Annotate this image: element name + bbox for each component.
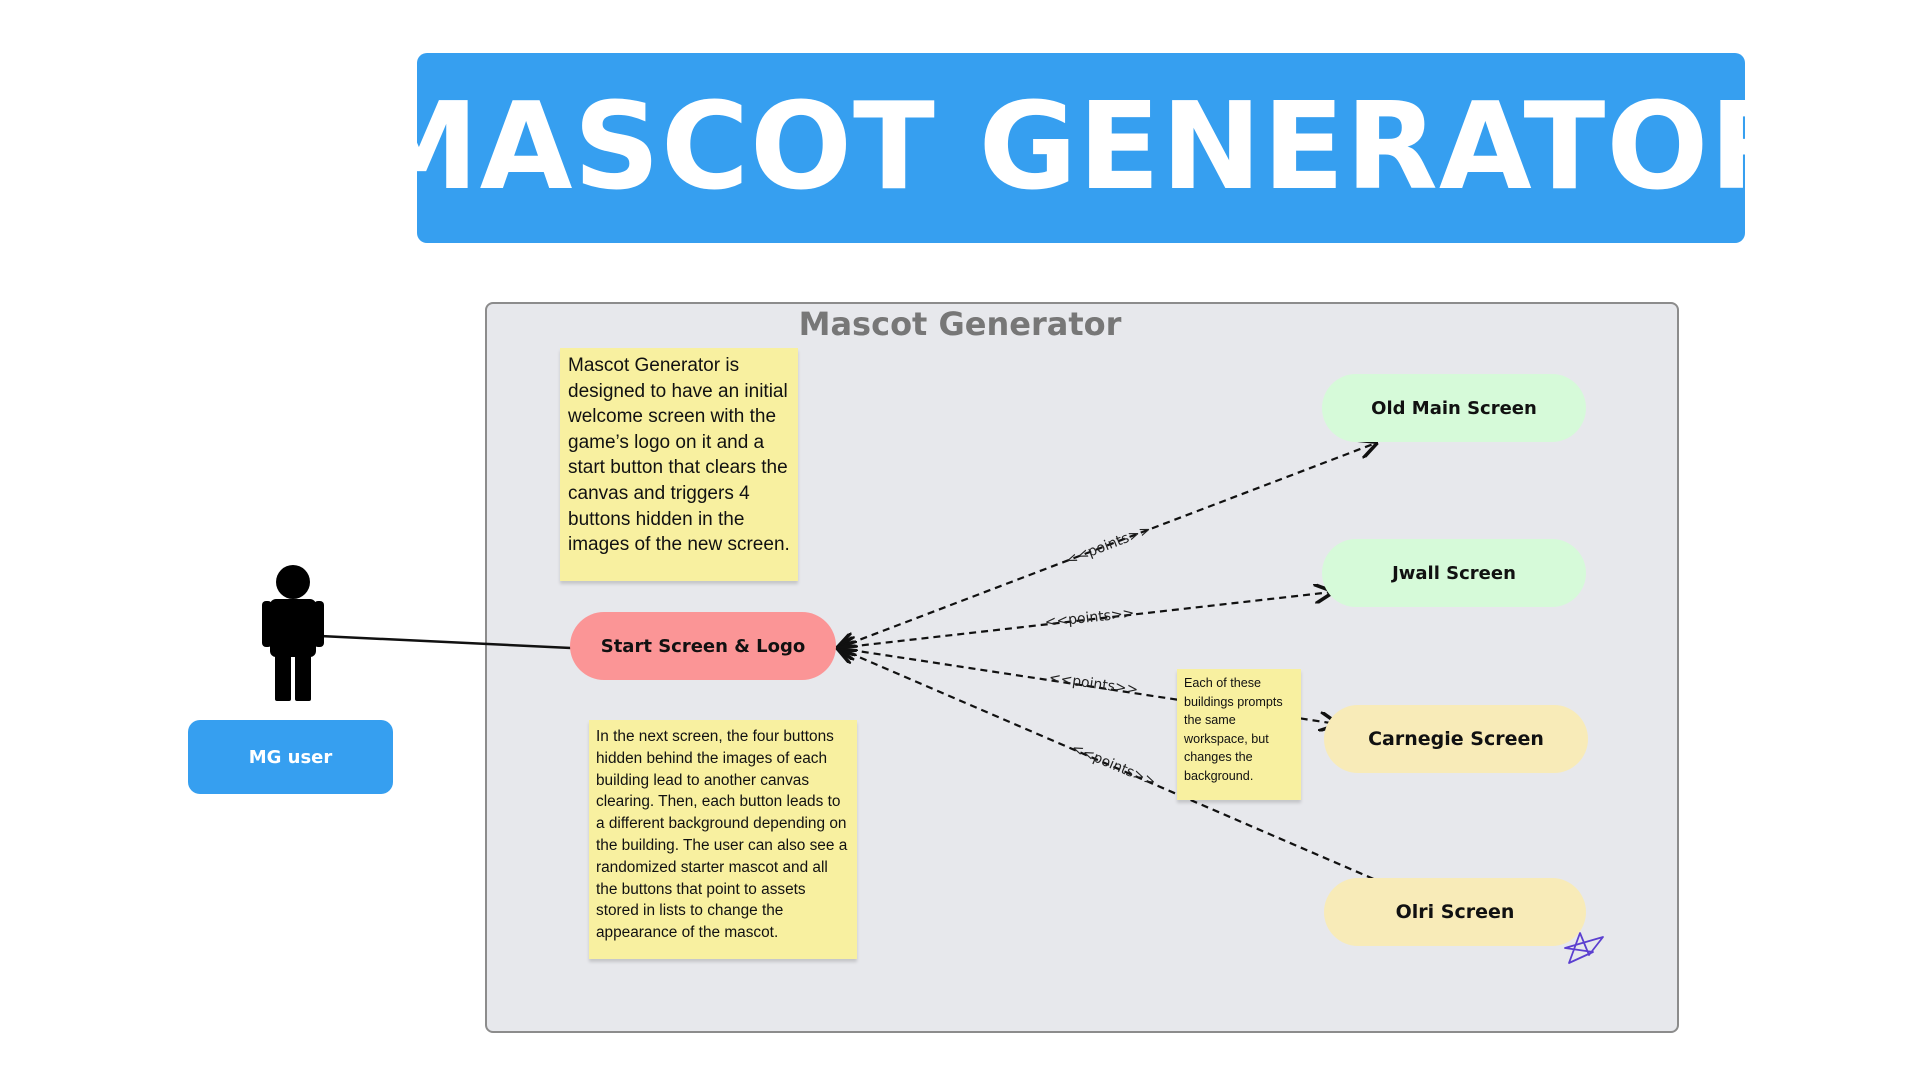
edge-olri bbox=[838, 648, 1384, 885]
use-case-jwall-screen: Jwall Screen bbox=[1322, 539, 1586, 607]
edge-label-old-main: <<points>> bbox=[1064, 522, 1154, 569]
edge-label-olri: <<points>> bbox=[1069, 740, 1158, 790]
use-case-start-screen: Start Screen & Logo bbox=[570, 612, 836, 680]
actor-association-line bbox=[319, 634, 572, 650]
edge-label-jwall: <<points>> bbox=[1044, 605, 1135, 630]
use-case-old-main-screen: Old Main Screen bbox=[1322, 374, 1586, 442]
system-boundary-title: Mascot Generator bbox=[798, 305, 1122, 343]
star-doodle-icon bbox=[1564, 932, 1604, 964]
actor-label-box: MG user bbox=[188, 720, 393, 794]
title-banner: MASCOT GENERATOR bbox=[359, 53, 1802, 243]
banner-title: MASCOT GENERATOR bbox=[359, 78, 1803, 217]
edge-label-carnegie: <<points>> bbox=[1048, 670, 1139, 698]
edge-jwall bbox=[838, 592, 1332, 648]
use-case-olri-screen: Olri Screen bbox=[1324, 878, 1586, 946]
use-case-carnegie-screen: Carnegie Screen bbox=[1324, 705, 1588, 773]
sticky-note-next-screen: In the next screen, the four buttons hid… bbox=[589, 720, 857, 959]
sticky-note-buildings: Each of these buildings prompts the same… bbox=[1177, 669, 1301, 800]
actor-figure-icon bbox=[262, 565, 324, 701]
sticky-note-intro: Mascot Generator is designed to have an … bbox=[560, 348, 798, 581]
